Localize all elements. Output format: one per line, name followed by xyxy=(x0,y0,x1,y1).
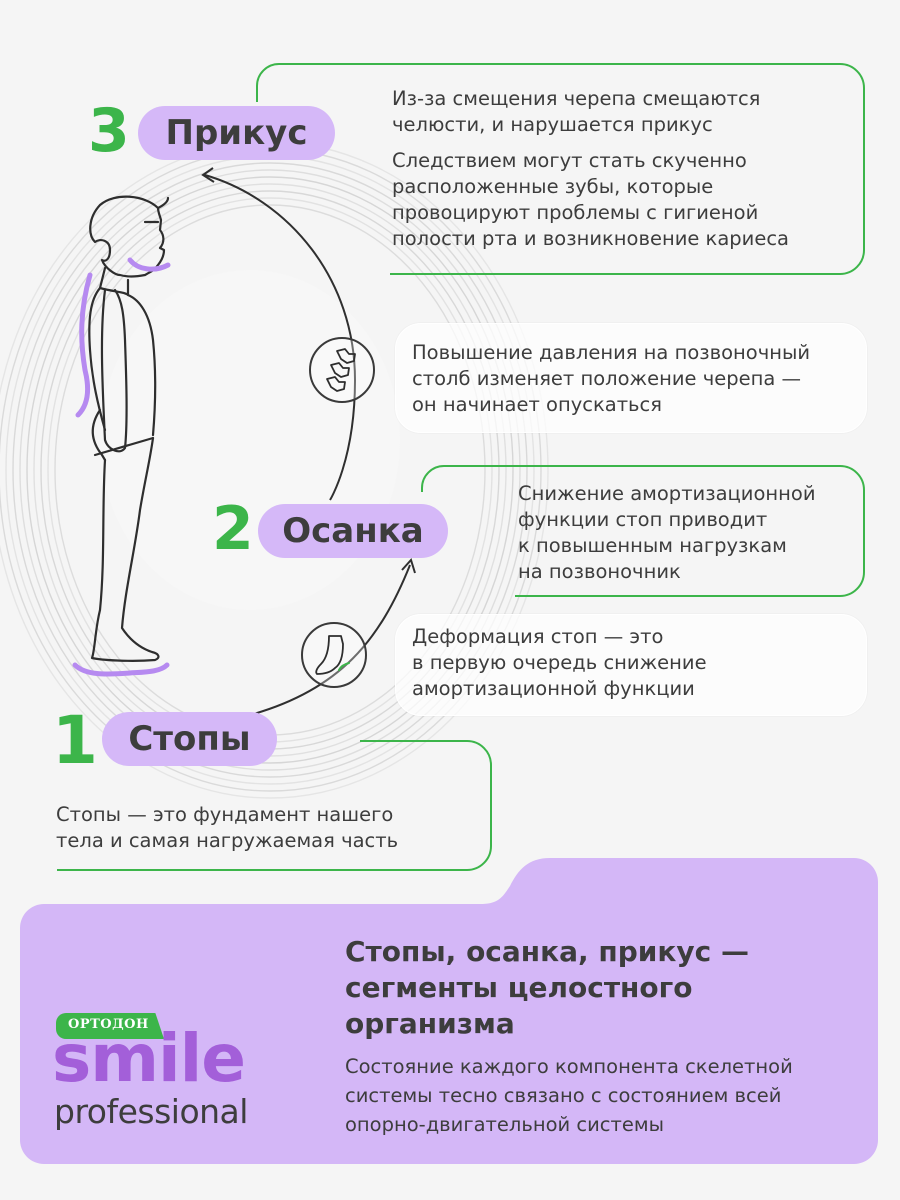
transition-spine-card xyxy=(395,323,867,433)
step-3-text: Из-за смещения черепа смещаются челюсти,… xyxy=(392,87,790,250)
transition-foot-text: Деформация стоп — это в первую очередь с… xyxy=(412,625,707,700)
brand-logo: ОРТОДОН smile professional xyxy=(52,1010,292,1140)
step-1-number: 1 xyxy=(52,702,98,779)
foot-arch-icon xyxy=(301,622,367,688)
step-1-frame xyxy=(57,740,492,871)
brand-subname: professional xyxy=(54,1092,248,1131)
step-3-number: 3 xyxy=(88,96,130,166)
transition-foot-card xyxy=(395,614,867,716)
ortodon-badge-label: ОРТОДОН xyxy=(68,1017,149,1032)
step-3-title: Прикус xyxy=(138,106,335,160)
summary-body: Состояние каждого компонента скелетной с… xyxy=(345,1055,793,1136)
spine-vertebrae-icon xyxy=(309,337,375,403)
step-2-text: Снижение амортизационной функции стоп пр… xyxy=(518,482,816,583)
step-2-title: Осанка xyxy=(258,504,448,558)
transition-spine-text: Повышение давления на позвоночный столб … xyxy=(412,341,811,416)
step-2-number: 2 xyxy=(212,494,254,564)
summary-panel xyxy=(20,858,878,1164)
summary-heading: Стопы, осанка, прикус — сегменты целостн… xyxy=(345,935,750,1040)
human-figure-illustration xyxy=(72,195,171,677)
step-3-frame xyxy=(256,63,865,275)
step-2-frame xyxy=(421,465,865,597)
step-1-title: Стопы xyxy=(102,712,277,766)
brand-name: smile xyxy=(52,1020,246,1097)
step-1-text: Стопы — это фундамент нашего тела и сама… xyxy=(56,803,399,852)
ortodon-badge xyxy=(56,1013,164,1039)
